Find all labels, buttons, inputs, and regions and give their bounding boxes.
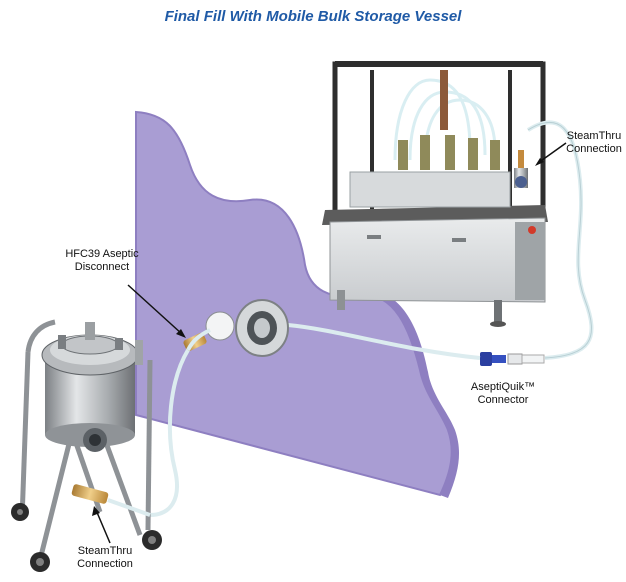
steamthru-bottom-line2: Connection — [77, 558, 133, 570]
steamthru-top-line2: Connection — [566, 143, 622, 155]
steamthru-top-label: SteamThru Connection — [562, 130, 626, 156]
wall-edge-shadow — [360, 290, 460, 498]
hfc39-line2: Disconnect — [74, 261, 130, 273]
aseptiquik-label: AseptiQuik™ Connector — [458, 381, 548, 407]
filling-machine — [322, 61, 548, 327]
aseptiquik-connector — [480, 352, 545, 366]
mobile-bulk-storage-vessel — [11, 319, 162, 572]
aseptiquik-line1: AseptiQuik™ — [470, 381, 536, 393]
steamthru-connection-top — [514, 150, 528, 188]
steamthru-bottom-line1: SteamThru — [77, 545, 133, 557]
leader-steamthru-bottom — [95, 509, 111, 544]
leader-steamthru-top — [537, 142, 567, 164]
leader-hfc39 — [127, 284, 183, 335]
hfc39-line1: HFC39 Aseptic — [65, 248, 139, 260]
transfer-tube-middle — [287, 323, 481, 360]
steamthru-top-line1: SteamThru — [566, 130, 622, 142]
cleanroom-wall — [135, 110, 453, 497]
hfc39-label: HFC39 Aseptic Disconnect — [52, 248, 152, 274]
wall-port — [235, 299, 289, 357]
transfer-tube-left — [149, 348, 190, 517]
diagram-title: Final Fill With Mobile Bulk Storage Vess… — [164, 8, 462, 25]
steamthru-bottom-label: SteamThru Connection — [70, 545, 140, 571]
aseptiquik-line2: Connector — [477, 394, 529, 406]
